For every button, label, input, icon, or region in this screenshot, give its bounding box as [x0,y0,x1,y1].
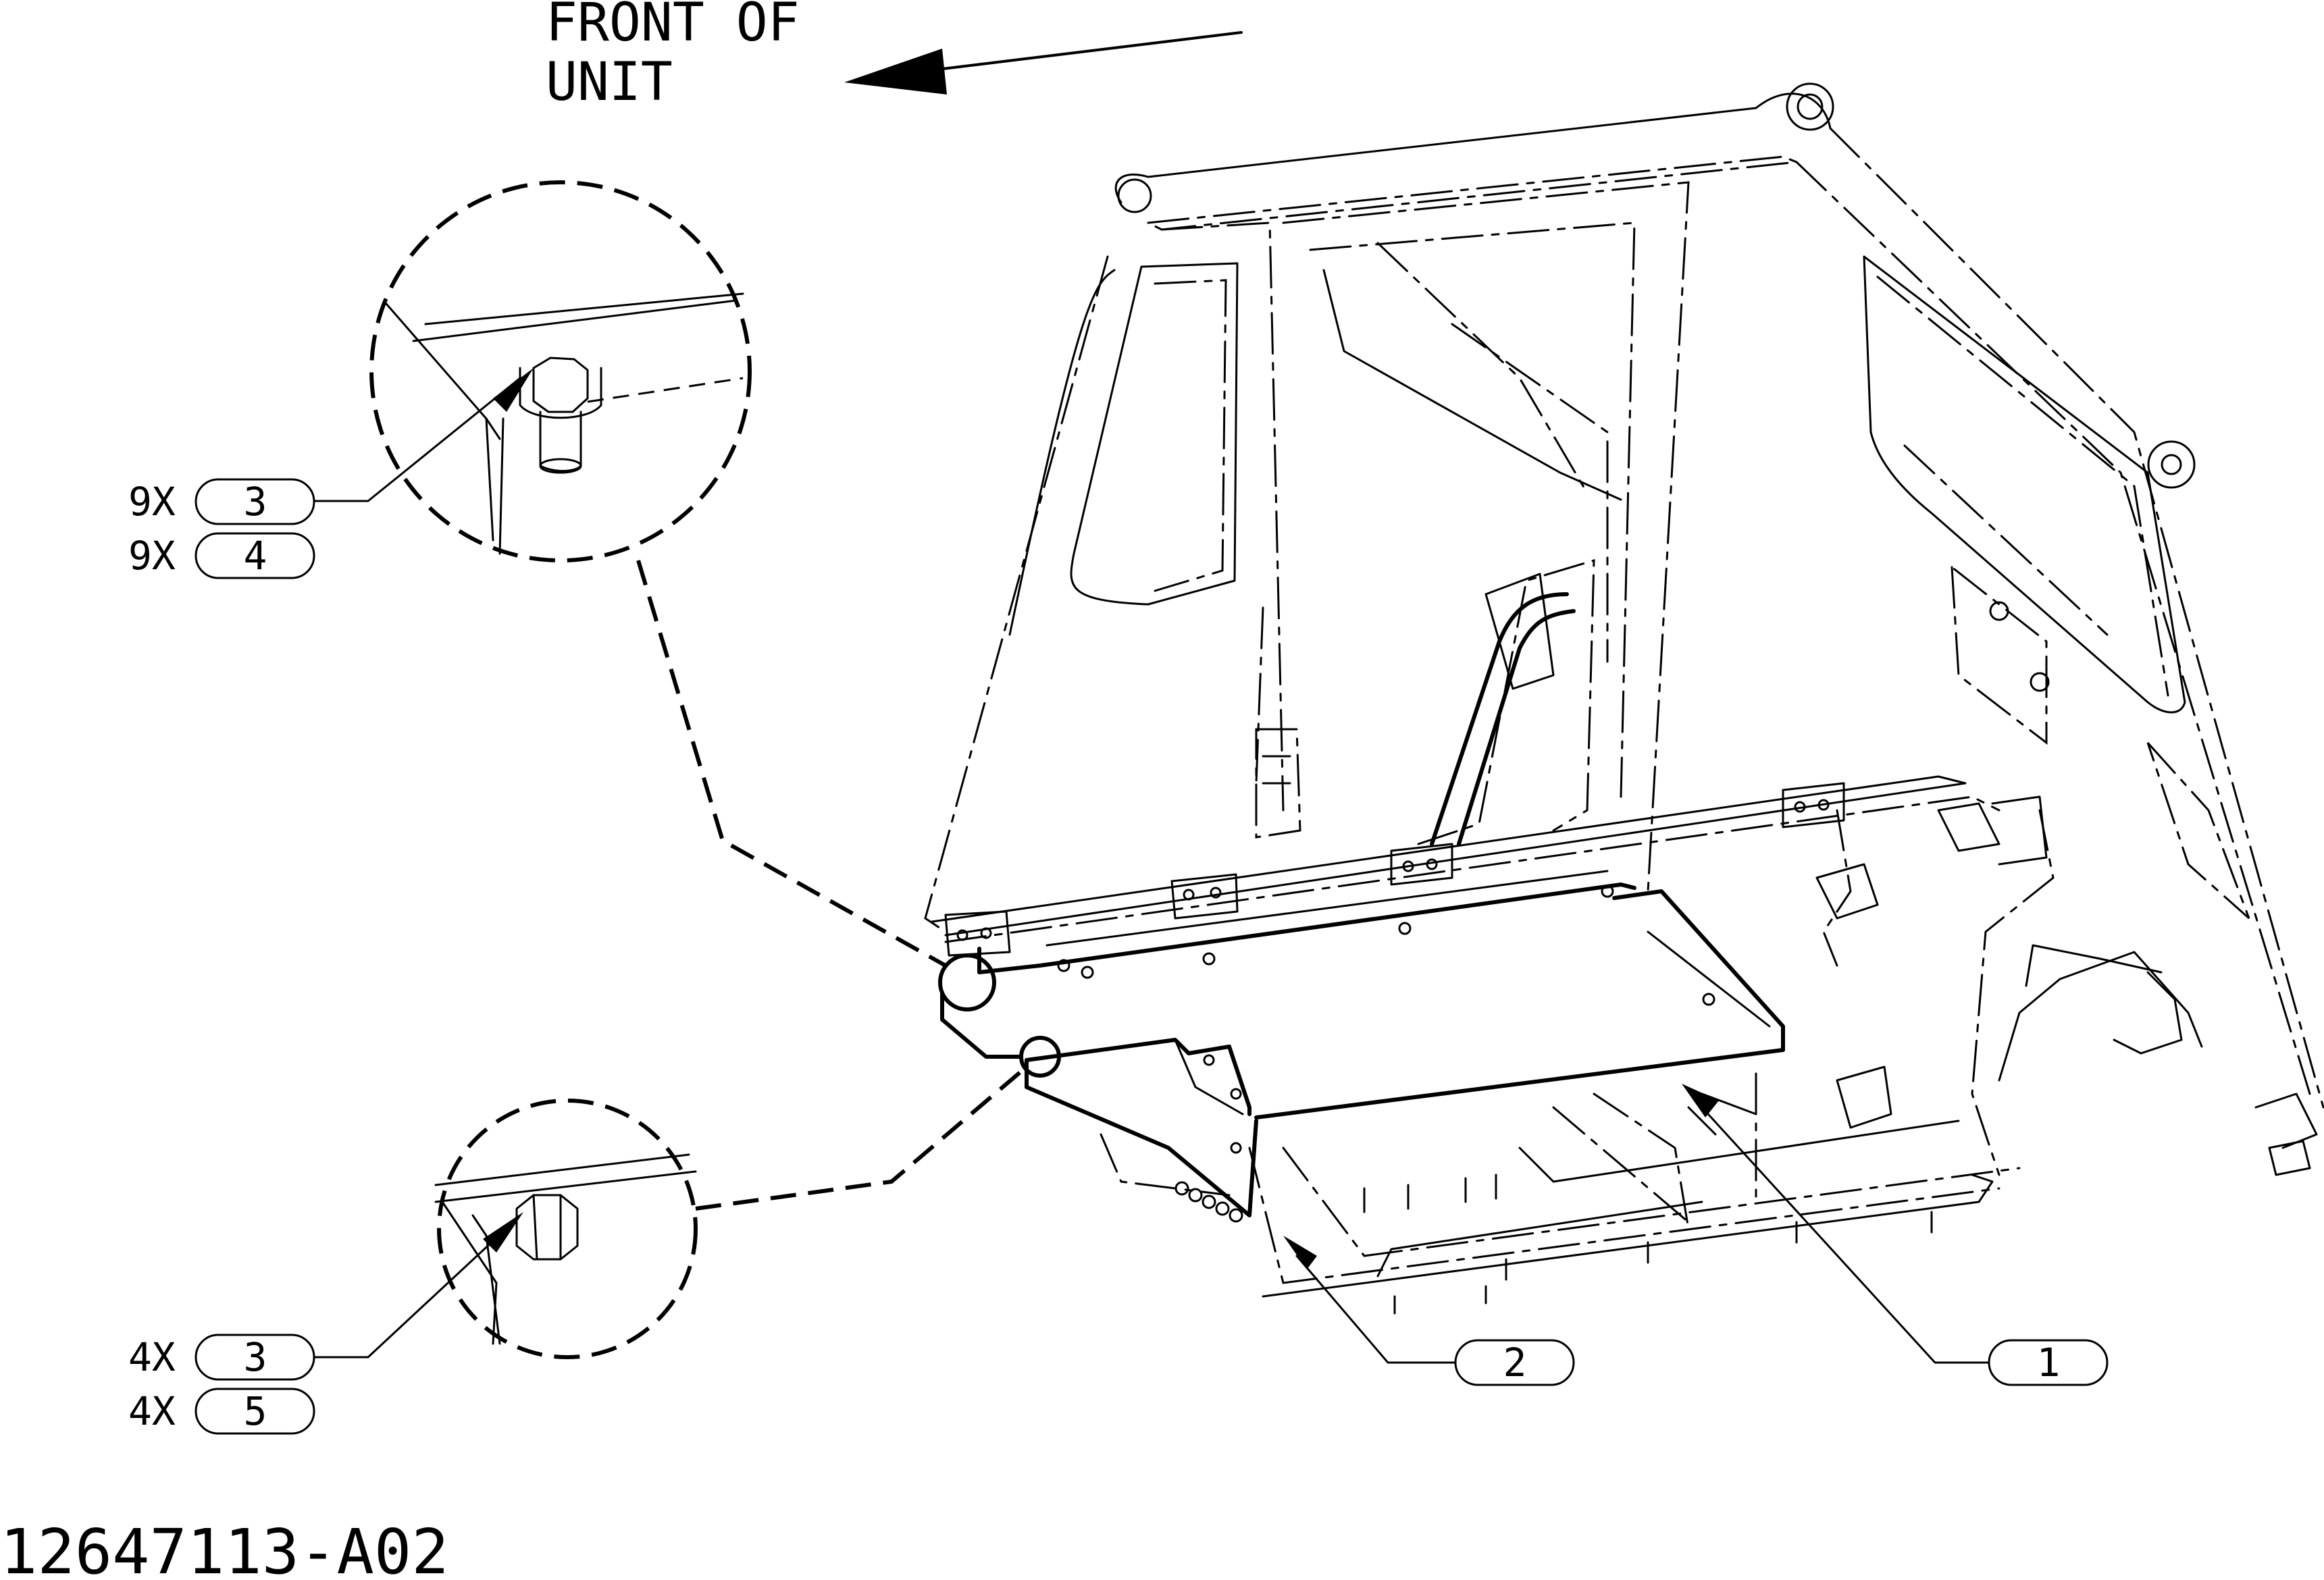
panel-part-2 [1025,1038,1258,1223]
callout-top-item-2: 4 [244,533,267,579]
detail-view-bottom [313,1065,1028,1359]
callout-bottom-item-1: 3 [244,1334,267,1380]
callout-bottom-qty-1: 4X [128,1334,176,1380]
callout-part-2-label: 2 [1503,1340,1527,1386]
cab-frame [924,82,2324,1315]
callout-top-item4: 9X 4 [128,532,315,579]
front-direction-arrow [844,31,1243,95]
front-of-unit-line2: UNIT [546,52,673,113]
callout-top-item3: 9X 3 [128,478,315,525]
callout-bottom-qty-2: 4X [128,1388,176,1434]
panel-part-1 [977,870,1785,1120]
callout-bubble [1988,1339,2109,1386]
callout-bubble [195,1388,315,1435]
callout-part-1-label: 1 [2037,1340,2061,1386]
detail-marker-top [938,953,996,1011]
callout-bubble [195,532,315,579]
callout-bubble [195,478,315,525]
front-of-unit-line1: FRONT OF [546,0,800,53]
callout-top-item-1: 3 [244,479,267,525]
callout-bottom-item-2: 5 [244,1388,267,1434]
callout-bubble [195,1334,315,1381]
detail-view-top [313,180,947,968]
drawing-number: 12647113-A02 [0,1516,449,1580]
callout-top-qty-2: 9X [128,533,176,579]
callout-part-2: 2 [1283,1236,1575,1386]
panel-corner-lines [940,991,1023,1059]
callout-part-1: 1 [1682,1084,2109,1386]
callout-top-qty-1: 9X [128,479,176,525]
callout-bottom-item3: 4X 3 [128,1334,315,1381]
callout-bottom-item5: 4X 5 [128,1388,315,1435]
callout-bubble [1454,1339,1575,1386]
